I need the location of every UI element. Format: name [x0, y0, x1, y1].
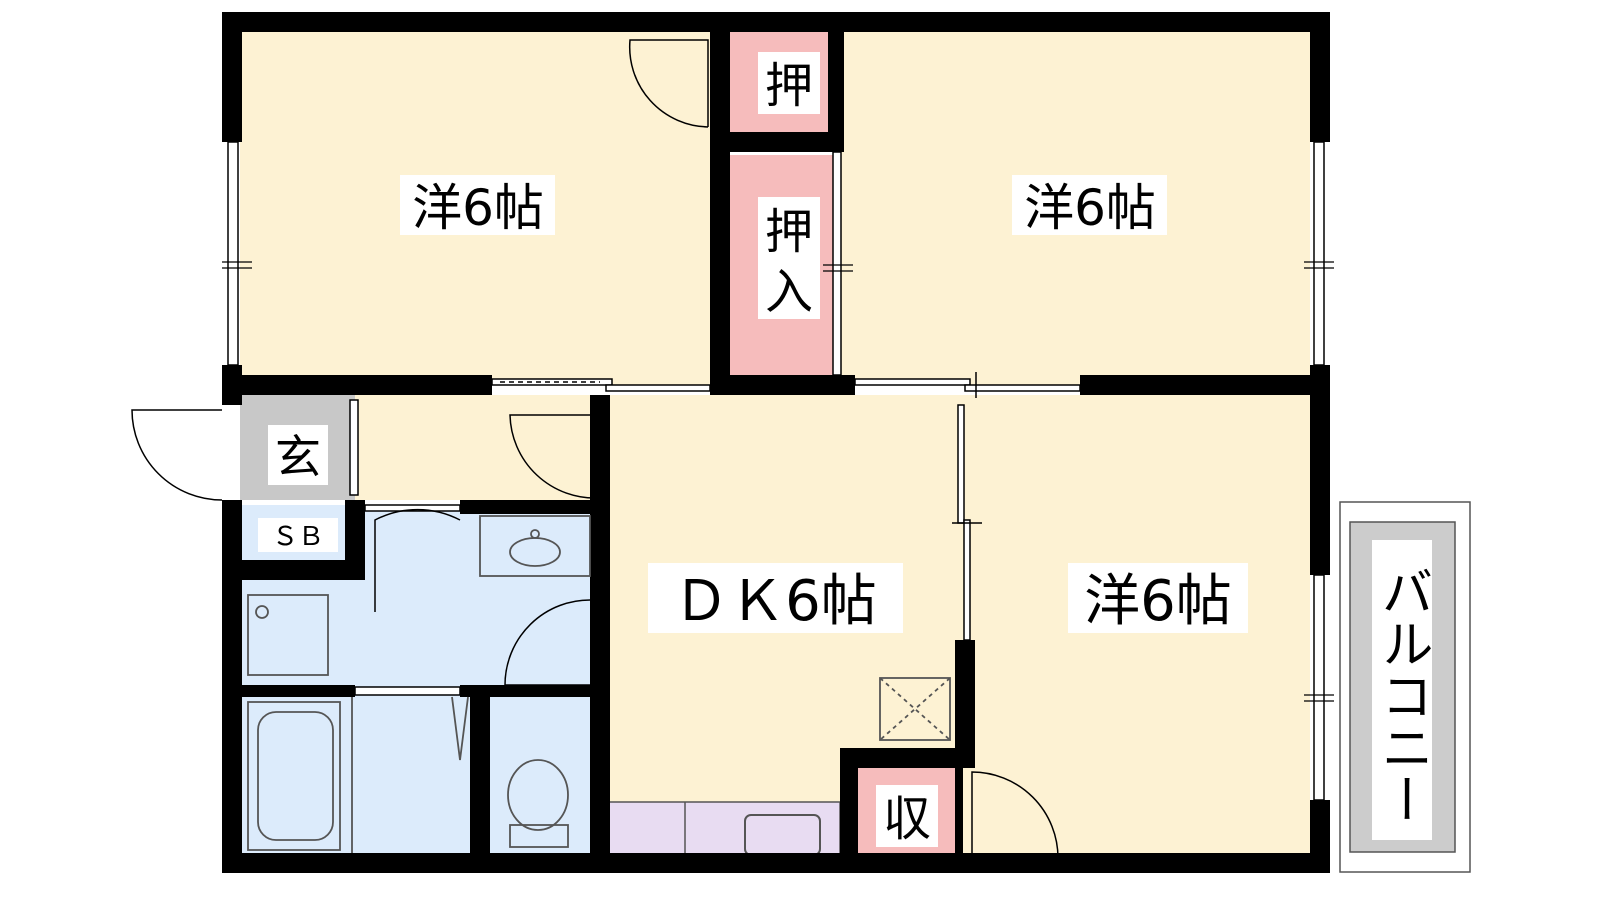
- sliding-door-dk-bedroom-2: [963, 519, 971, 641]
- door-swing-wash: [374, 508, 461, 612]
- wall-mid-3: [1080, 375, 1330, 395]
- washbasin-faucet: [530, 529, 540, 539]
- drain-icon: [255, 605, 269, 619]
- swing-doors: [131, 39, 1059, 859]
- wall-mid-1: [222, 375, 492, 395]
- label-bg: [876, 785, 938, 847]
- bathtub-outer: [247, 701, 341, 851]
- wall-dk-right: [955, 640, 975, 765]
- wall-left-bottom: [222, 500, 242, 873]
- window-right-bottom: [1313, 574, 1325, 801]
- wall-closet-right: [828, 12, 844, 152]
- door-swing-bedroom: [971, 771, 1059, 859]
- label-bg: [268, 425, 328, 485]
- window-right-top: [1313, 141, 1325, 366]
- wall-right-bottom: [1310, 800, 1330, 873]
- window-entrance-side: [349, 399, 359, 496]
- room-fills: [240, 30, 1310, 856]
- bathtub-icon: [257, 711, 334, 841]
- closet-label-oshiire-1: 押: [765, 204, 813, 260]
- room-label-western-top-left: 洋6帖: [412, 179, 544, 237]
- wall-right-top: [1310, 12, 1330, 142]
- toilet-tank-icon: [509, 824, 569, 848]
- sliding-door-dk-bedroom: [957, 404, 965, 524]
- wall-left-top: [222, 12, 242, 142]
- wall-top: [222, 12, 1330, 32]
- entrance-label: 玄: [275, 430, 321, 484]
- sliding-door-top-right-room-2: [964, 384, 1081, 392]
- sliding-door-top-left-room: [491, 378, 613, 386]
- washbasin-counter: [479, 515, 591, 577]
- wall-bath-top-2: [460, 685, 595, 697]
- room-label-western-top-right: 洋6帖: [1024, 179, 1156, 237]
- closet-label-oshiire-2: 入: [765, 264, 813, 320]
- wall-closet-left: [710, 12, 730, 132]
- walls: [222, 12, 1330, 873]
- floor-hatch-icon: [879, 677, 951, 741]
- wall-wet-top-left: [240, 560, 365, 580]
- door-swing-toilet: [504, 599, 593, 686]
- wall-mid-2: [710, 375, 855, 395]
- window-closet: [832, 151, 842, 376]
- wall-bath-top: [240, 685, 355, 697]
- wall-wet-top-right: [460, 500, 600, 514]
- hall-floor: [355, 395, 600, 500]
- wall-closet-left-2: [710, 132, 730, 395]
- wall-toilet-left: [470, 685, 490, 873]
- balcony-label-bg: [1372, 540, 1432, 840]
- sliding-doors: [354, 372, 1081, 696]
- label-bg: [258, 518, 338, 552]
- shoe-box-label: ＳＢ: [272, 522, 324, 552]
- label-bg: [400, 175, 555, 235]
- window-left: [227, 141, 239, 366]
- bath-floor: [240, 685, 480, 855]
- sliding-door-top-right-room: [854, 378, 971, 386]
- door-swing-hall: [509, 414, 599, 499]
- storage-label: 収: [883, 791, 931, 847]
- door-swing-entrance: [131, 409, 223, 501]
- balcony-label: バルコニー: [1372, 565, 1432, 825]
- room-label-dining-kitchen: ＤＫ6帖: [673, 569, 877, 634]
- window-ticks: [222, 261, 1334, 702]
- fixtures: [247, 515, 951, 853]
- wall-storage-top: [840, 748, 975, 768]
- bath-faucet-icon: [451, 696, 469, 761]
- toilet-floor: [480, 685, 595, 855]
- room-label-western-bottom-right: 洋6帖: [1084, 569, 1232, 634]
- wall-right-mid: [1310, 365, 1330, 575]
- kitchen-counter: [604, 801, 841, 856]
- closet-label-small: 押: [765, 58, 813, 114]
- sliding-door-top-left-room-2: [605, 384, 711, 392]
- sliding-door-wet-top: [364, 504, 461, 512]
- labels: 洋6帖 洋6帖 洋6帖 ＤＫ6帖 押 押 入 玄 ＳＢ 収 バルコニー: [258, 52, 1432, 847]
- label-bg: [648, 563, 903, 633]
- label-bg: [1012, 175, 1167, 235]
- label-bg: [1068, 563, 1248, 633]
- toilet-icon: [507, 759, 569, 831]
- wall-closet-divider: [710, 132, 844, 152]
- sliding-door-bath: [354, 686, 461, 696]
- washing-machine-area: [247, 594, 329, 676]
- label-bg: [758, 197, 820, 319]
- wall-storage-left: [840, 748, 858, 873]
- wall-dk-left: [590, 395, 610, 873]
- wall-storage-right: [955, 748, 963, 873]
- windows: [227, 141, 1325, 801]
- balcony: [1339, 501, 1471, 873]
- door-swing-top-left-room: [628, 39, 709, 128]
- label-bg: [758, 52, 820, 114]
- wall-bottom: [222, 853, 1330, 873]
